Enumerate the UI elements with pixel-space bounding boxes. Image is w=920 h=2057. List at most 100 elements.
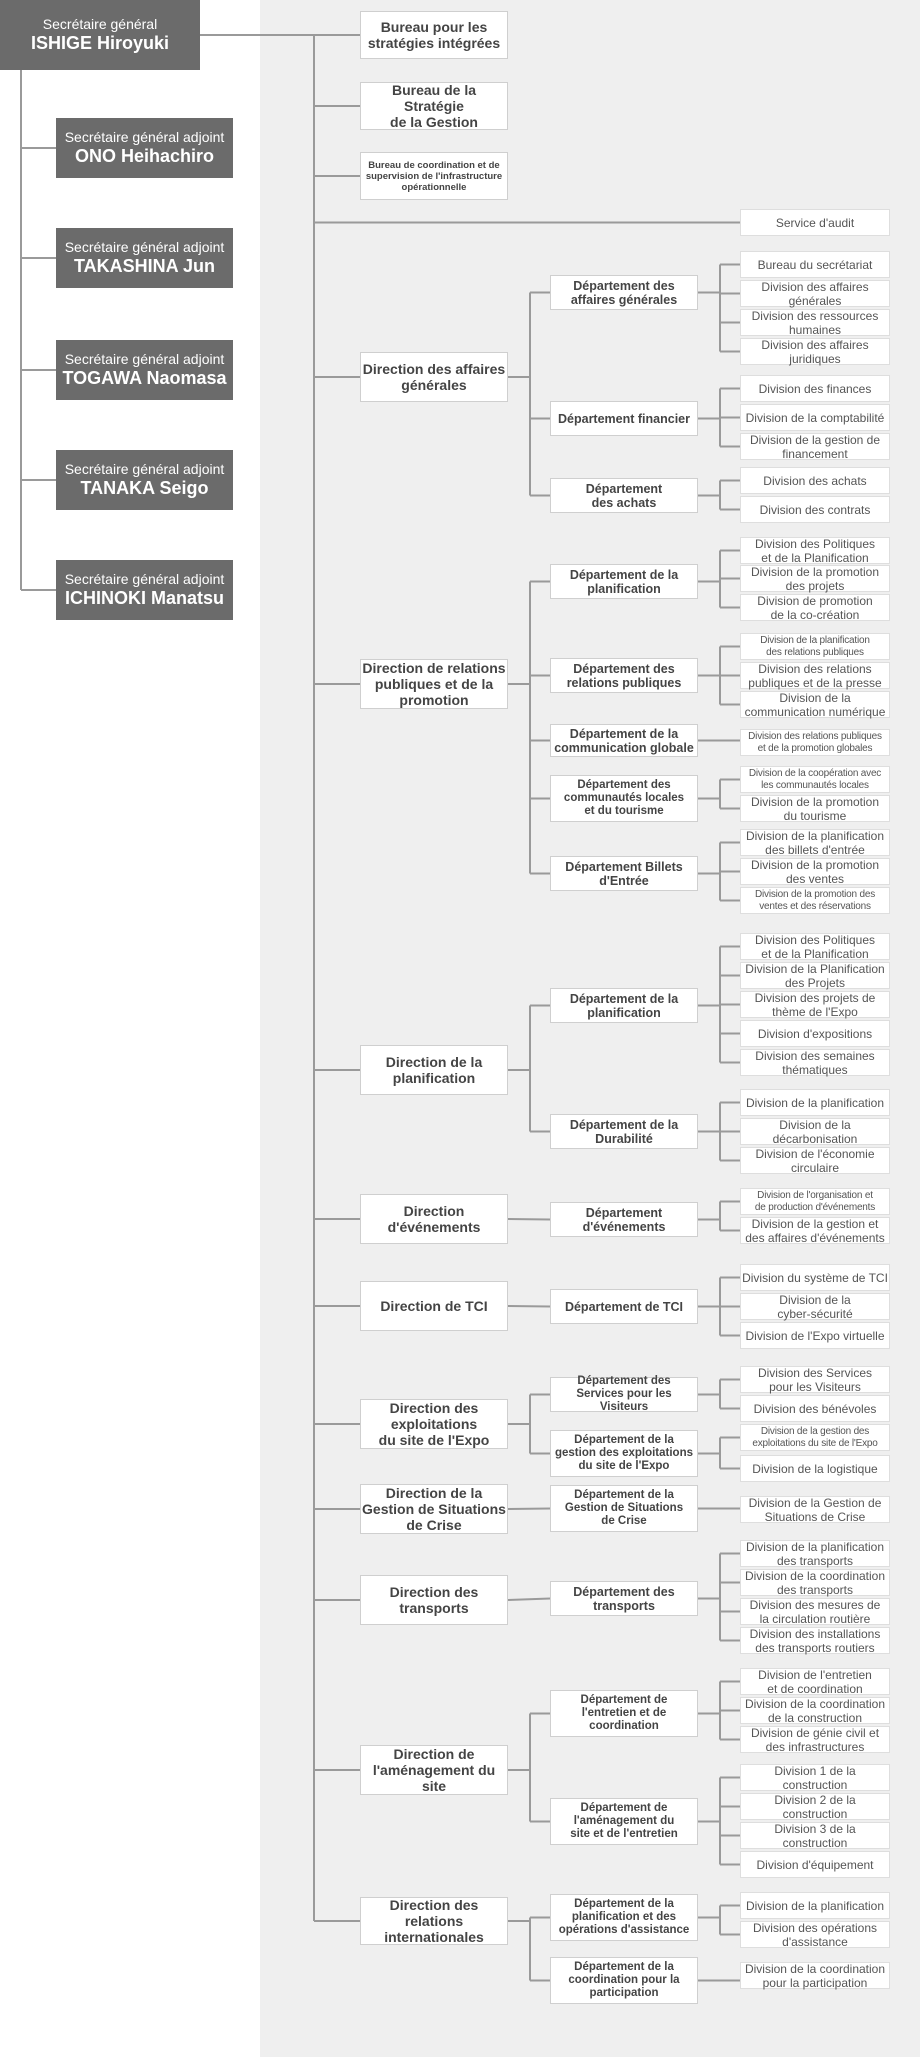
direction-box: Direction de relations publiques et de l… bbox=[360, 659, 508, 709]
office-box-1: Bureau pour les stratégies intégrées bbox=[360, 11, 508, 59]
division-box: Division d'expositions bbox=[740, 1020, 890, 1047]
division-box: Division des semaines thématiques bbox=[740, 1049, 890, 1077]
direction-box: Direction des affaires générales bbox=[360, 352, 508, 402]
division-box: Division des ressources humaines bbox=[740, 309, 890, 337]
department-box: Département des achats bbox=[550, 478, 698, 513]
leader-role: Secrétaire général adjoint bbox=[64, 351, 225, 367]
division-box: Division des achats bbox=[740, 467, 890, 494]
department-box: Département des affaires générales bbox=[550, 275, 698, 310]
department-box: Département de TCI bbox=[550, 1289, 698, 1324]
division-box: Division de la logistique bbox=[740, 1455, 890, 1482]
direction-box: Direction de la planification bbox=[360, 1045, 508, 1095]
leader-role: Secrétaire général adjoint bbox=[64, 461, 225, 477]
department-box: Département de la gestion des exploitati… bbox=[550, 1430, 698, 1477]
leader-name: ISHIGE Hiroyuki bbox=[30, 33, 170, 53]
direction-box: Direction de la Gestion de Situations de… bbox=[360, 1484, 508, 1534]
division-box: Division des relations publiques et de l… bbox=[740, 729, 890, 756]
direction-box: Direction de TCI bbox=[360, 1281, 508, 1331]
division-box: Division de la communication numérique bbox=[740, 691, 890, 719]
leader-name: TOGAWA Naomasa bbox=[62, 368, 227, 388]
division-box: Bureau du secrétariat bbox=[740, 251, 890, 278]
division-box: Division de la planification des billets… bbox=[740, 829, 890, 857]
division-box: Division de la comptabilité bbox=[740, 404, 890, 431]
division-box: Division du système de TCI bbox=[740, 1264, 890, 1291]
division-box: Division de génie civil et des infrastru… bbox=[740, 1726, 890, 1754]
leader-role: Secrétaire général adjoint bbox=[64, 571, 225, 587]
division-box: Division des projets de thème de l'Expo bbox=[740, 991, 890, 1019]
direction-box: Direction de l'aménagement du site bbox=[360, 1745, 508, 1795]
department-box: Département financier bbox=[550, 401, 698, 436]
division-box: Division des contrats bbox=[740, 496, 890, 523]
office-box-2: Bureau de la Stratégie de la Gestion bbox=[360, 82, 508, 130]
division-box: Division 2 de la construction bbox=[740, 1793, 890, 1821]
division-box: Division 1 de la construction bbox=[740, 1764, 890, 1792]
department-box: Département de l'entretien et de coordin… bbox=[550, 1690, 698, 1737]
connector-line bbox=[507, 1305, 551, 1308]
audit-service-box: Service d'audit bbox=[740, 209, 890, 236]
division-box: Division de la gestion de financement bbox=[740, 433, 890, 461]
division-box: Division d'équipement bbox=[740, 1851, 890, 1878]
division-box: Division de la planification bbox=[740, 1892, 890, 1919]
division-box: Division des finances bbox=[740, 375, 890, 402]
department-box: Département de l'aménagement du site et … bbox=[550, 1798, 698, 1845]
department-box: Département de la planification bbox=[550, 564, 698, 599]
division-box: Division de la promotion des projets bbox=[740, 565, 890, 593]
leader-role: Secrétaire général bbox=[42, 16, 158, 32]
division-box: Division des Services pour les Visiteurs bbox=[740, 1366, 890, 1394]
division-box: Division des affaires juridiques bbox=[740, 338, 890, 366]
connector-line bbox=[507, 1218, 551, 1221]
division-box: Division des bénévoles bbox=[740, 1395, 890, 1422]
department-box: Département Billets d'Entrée bbox=[550, 856, 698, 891]
division-box: Division des opérations d'assistance bbox=[740, 1921, 890, 1949]
division-box: Division de la planification des transpo… bbox=[740, 1540, 890, 1568]
department-box: Département de la communication globale bbox=[550, 724, 698, 757]
division-box: Division des relations publiques et de l… bbox=[740, 662, 890, 690]
division-box: Division de la Gestion de Situations de … bbox=[740, 1496, 890, 1524]
connector-line bbox=[507, 1597, 551, 1601]
department-box: Département des Services pour les Visite… bbox=[550, 1375, 698, 1413]
department-box: Département de la planification et des o… bbox=[550, 1894, 698, 1941]
division-box: Division de l'Expo virtuelle bbox=[740, 1322, 890, 1349]
direction-box: Direction d'événements bbox=[360, 1194, 508, 1244]
division-box: Division de la promotion du tourisme bbox=[740, 795, 890, 823]
leader-name: ONO Heihachiro bbox=[74, 146, 215, 166]
division-box: Division de l'entretien et de coordinati… bbox=[740, 1668, 890, 1696]
division-box: Division de la coordination pour la part… bbox=[740, 1962, 890, 1990]
division-box: Division de la coordination des transpor… bbox=[740, 1569, 890, 1597]
leader-role: Secrétaire général adjoint bbox=[64, 239, 225, 255]
leader-role: Secrétaire général adjoint bbox=[64, 129, 225, 145]
department-box: Département de la planification bbox=[550, 988, 698, 1023]
department-box: Département de la coordination pour la p… bbox=[550, 1957, 698, 2004]
division-box: Division de la coopération avec les comm… bbox=[740, 766, 890, 793]
division-box: Division des Politiques et de la Planifi… bbox=[740, 537, 890, 565]
division-box: Division de la gestion des exploitations… bbox=[740, 1424, 890, 1451]
division-box: Division de la cyber-sécurité bbox=[740, 1293, 890, 1321]
connector-line bbox=[507, 1507, 551, 1510]
direction-box: Direction des relations internationales bbox=[360, 1897, 508, 1945]
division-box: Division des installations des transport… bbox=[740, 1627, 890, 1655]
division-box: Division des Politiques et de la Planifi… bbox=[740, 933, 890, 961]
division-box: Division de la Planification des Projets bbox=[740, 962, 890, 990]
leader-name: TAKASHINA Jun bbox=[74, 256, 215, 276]
division-box: Division de la promotion des ventes bbox=[740, 858, 890, 886]
department-box: Département des communautés locales et d… bbox=[550, 775, 698, 822]
division-box: Division de promotion de la co-création bbox=[740, 594, 890, 622]
department-box: Département de la Durabilité bbox=[550, 1114, 698, 1149]
division-box: Division de la décarbonisation bbox=[740, 1118, 890, 1146]
office-box-3: Bureau de coordination et de supervision… bbox=[360, 152, 508, 200]
department-box: Département de la Gestion de Situations … bbox=[550, 1485, 698, 1532]
department-box: Département des relations publiques bbox=[550, 658, 698, 693]
direction-box: Direction des exploitations du site de l… bbox=[360, 1399, 508, 1449]
division-box: Division des mesures de la circulation r… bbox=[740, 1598, 890, 1626]
division-box: Division des affaires générales bbox=[740, 280, 890, 308]
division-box: Division de la promotion des ventes et d… bbox=[740, 887, 890, 914]
division-box: Division de la planification des relatio… bbox=[740, 633, 890, 660]
division-box: Division de l'économie circulaire bbox=[740, 1147, 890, 1175]
